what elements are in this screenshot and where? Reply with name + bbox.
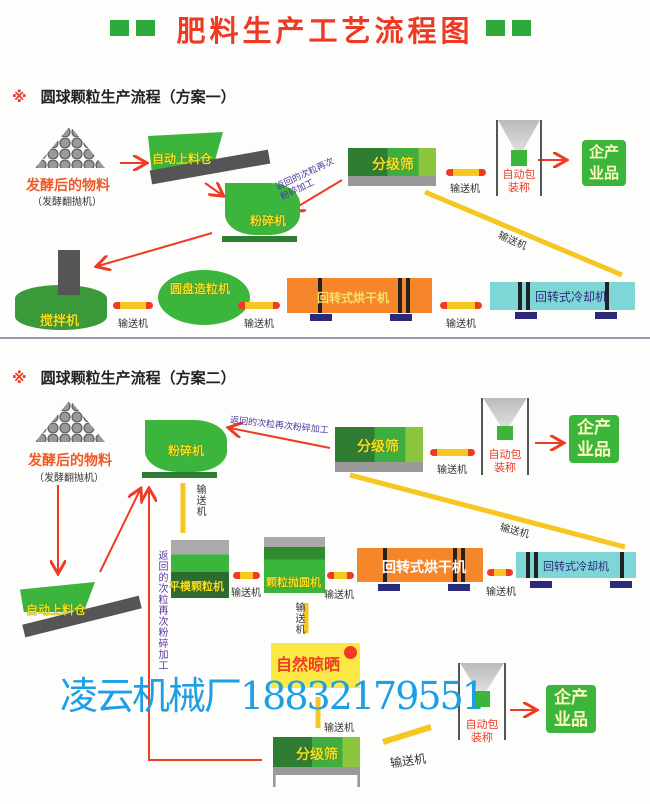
crusher-label: 粉碎机 [168,444,205,458]
disc-label: 圆盘造粒机 [170,282,231,296]
conveyor-label: 输送机 [231,588,261,599]
product-box: 企产业品 [569,415,619,463]
crusher-label: 粉碎机 [250,214,287,228]
conveyor-label: 输送机 [293,602,304,635]
sieve-icon [348,148,436,176]
flat-die-pelletizer-icon [171,540,229,598]
cooler-foot [595,312,617,319]
dryer-foot [448,584,470,591]
sieve-label: 分级筛 [296,747,338,763]
sieve-label: 分级筛 [372,157,414,173]
packer-icon [496,120,542,196]
feeder-label: 自动上料仓 [26,603,87,617]
conveyor-label: 输送机 [446,319,476,330]
conveyor-icon [238,302,280,309]
conveyor-label: 输送机 [324,723,354,734]
conveyor-icon [233,572,260,579]
plan1-heading: ※圆球颗粒生产流程（方案一） [12,88,236,106]
packer-label: 自动包装称 [465,718,499,744]
crusher-base [142,472,217,478]
dryer-icon [357,548,483,582]
title-decor [136,20,155,36]
polisher-label: 颗粒抛圆机 [266,576,321,589]
dryer-icon [287,278,432,313]
material-sub: （发酵翻抛机） [34,473,104,484]
conveyor-label: 输送机 [437,465,467,476]
cooler-icon [490,282,635,310]
material-label: 发酵后的物料 [26,178,110,194]
polisher-icon [264,537,325,593]
return-text-vertical: 返回的次粒再次粉碎加工 [156,550,167,671]
sieve-label: 分级筛 [357,439,399,455]
conveyor-icon [487,569,513,576]
crusher-icon [145,420,227,472]
conveyor-label: 输送机 [324,590,354,601]
packer-icon [458,663,506,740]
page-title: 肥料生产工艺流程图 [176,14,474,48]
dryer-label: 回转式烘干机 [382,560,466,576]
flat-die-label: 平模颗粒机 [169,580,224,593]
plan2-heading: ※圆球颗粒生产流程（方案二） [12,369,236,387]
cooler-foot [610,581,632,588]
conveyor-label: 输送机 [244,319,274,330]
conveyor-label: 输送机 [118,319,148,330]
product-box: 企产业品 [582,140,626,186]
mixer-label: 搅拌机 [40,314,80,329]
mixer-shaft [58,250,80,295]
product-box: 企产业品 [546,685,596,733]
feeder-label: 自动上料仓 [152,152,213,166]
dryer-foot [310,314,332,321]
watermark: 凌云机械厂18832179551 [60,674,486,718]
conveyor-label: 输送机 [194,484,205,517]
dryer-label: 回转式烘干机 [317,291,390,305]
title-decor [512,20,531,36]
cooler-label: 回转式冷却机 [543,560,609,573]
sun-icon [344,646,357,659]
conveyor-icon [327,572,354,579]
sieve-legs [348,176,436,186]
packer-label: 自动包装称 [502,168,536,194]
material-label: 发酵后的物料 [28,453,112,469]
packer-icon [481,398,529,475]
conveyor-label: 输送机 [486,587,516,598]
crusher-icon [225,183,300,235]
cooler-icon [516,552,636,578]
sun-dry-label: 自然晾晒 [276,655,341,674]
conveyor-icon [440,302,482,309]
disc-granulator-icon [158,270,250,325]
dryer-foot [390,314,412,321]
conveyor-icon [430,449,475,456]
cooler-label: 回转式冷却机 [535,290,608,304]
packer-label: 自动包装称 [488,448,522,474]
conveyor-label: 输送机 [450,184,480,195]
conveyor-icon [113,302,153,309]
sieve-icon [273,737,360,767]
cooler-foot [530,581,552,588]
conveyor-icon [446,169,486,176]
sieve-legs [335,462,423,472]
cooler-foot [515,312,537,319]
sieve-icon [335,427,423,462]
crusher-base [222,236,297,242]
title-decor [486,20,505,36]
title-decor [110,20,129,36]
dryer-foot [378,584,400,591]
material-sub: （发酵翻抛机） [32,197,102,208]
